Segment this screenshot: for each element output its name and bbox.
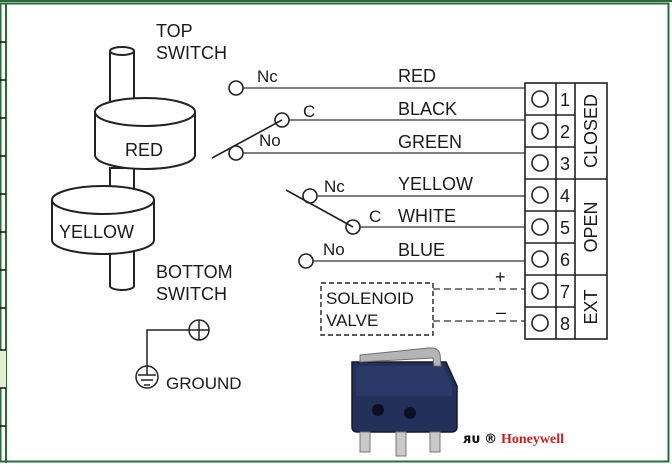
certification-marks: ᴙᴜ ® — [463, 432, 497, 447]
wire-label-green: GREEN — [398, 132, 462, 152]
solenoid-valve-box — [320, 282, 434, 336]
bottom-switch-lever — [285, 189, 354, 228]
float-upper — [94, 112, 196, 170]
terminal-8-screw — [531, 314, 549, 332]
terminal-number-8: 8 — [560, 314, 570, 334]
terminal-3-screw — [531, 154, 549, 172]
wire-label-blue: BLUE — [398, 240, 445, 260]
upper-float-label: RED — [125, 140, 163, 160]
bottom-switch-contacts — [285, 188, 361, 269]
top-switch-lever — [211, 119, 283, 159]
group-label-open: OPEN — [581, 201, 601, 252]
ground-wiring — [135, 319, 210, 389]
bottom-switch-label-line1: BOTTOM — [156, 262, 233, 282]
terminal-5-screw — [531, 218, 549, 236]
bottom-switch-label-line2: SWITCH — [156, 284, 227, 304]
wires — [243, 87, 525, 322]
bottom-no-contact — [298, 253, 314, 269]
terminal-block — [524, 82, 608, 340]
top-nc-label: Nc — [257, 67, 278, 86]
terminal-2-screw — [531, 122, 549, 140]
bottom-no-label: No — [323, 240, 345, 259]
top-switch-label-line1: TOP — [156, 21, 193, 41]
terminal-number-3: 3 — [560, 154, 570, 174]
stem-top-cap — [109, 46, 135, 56]
terminal-number-5: 5 — [560, 218, 570, 238]
bottom-nc-label: Nc — [324, 177, 345, 196]
top-no-label: No — [259, 131, 281, 150]
float-switch-illustration — [51, 46, 196, 291]
lower-float-label: YELLOW — [59, 222, 134, 242]
top-switch-contacts — [211, 80, 290, 161]
top-c-label: C — [303, 102, 315, 121]
ground-icon — [135, 365, 159, 389]
terminal-1-screw — [531, 90, 549, 108]
solenoid-label-line2: VALVE — [326, 311, 378, 330]
wire-label-black: BLACK — [398, 99, 457, 119]
solenoid-label-line1: SOLENOID — [326, 289, 414, 308]
terminal-number-1: 1 — [560, 90, 570, 110]
terminal-6-screw — [531, 250, 549, 268]
ext-plus-label: + — [495, 267, 506, 287]
float-lower — [51, 200, 155, 255]
group-label-ext: EXT — [581, 289, 601, 324]
terminal-number-7: 7 — [560, 282, 570, 302]
wire-label-yellow: YELLOW — [398, 174, 473, 194]
terminal-7-screw — [531, 282, 549, 300]
microswitch-image — [351, 347, 458, 457]
brand-name: Honeywell — [501, 432, 564, 447]
top-nc-contact — [228, 80, 244, 96]
wire-label-white: WHITE — [398, 206, 456, 226]
terminal-number-2: 2 — [560, 122, 570, 142]
ext-minus-label: – — [496, 302, 506, 322]
terminal-number-6: 6 — [560, 250, 570, 270]
terminal-number-4: 4 — [560, 186, 570, 206]
bottom-c-label: C — [369, 207, 381, 226]
terminal-4-screw — [531, 186, 549, 204]
top-switch-label-line2: SWITCH — [156, 43, 227, 63]
crosshair-terminal-icon — [188, 319, 210, 341]
group-label-closed: CLOSED — [581, 94, 601, 168]
wire-label-red: RED — [398, 66, 436, 86]
stem-bottom — [109, 252, 135, 291]
ground-label: GROUND — [166, 374, 242, 393]
